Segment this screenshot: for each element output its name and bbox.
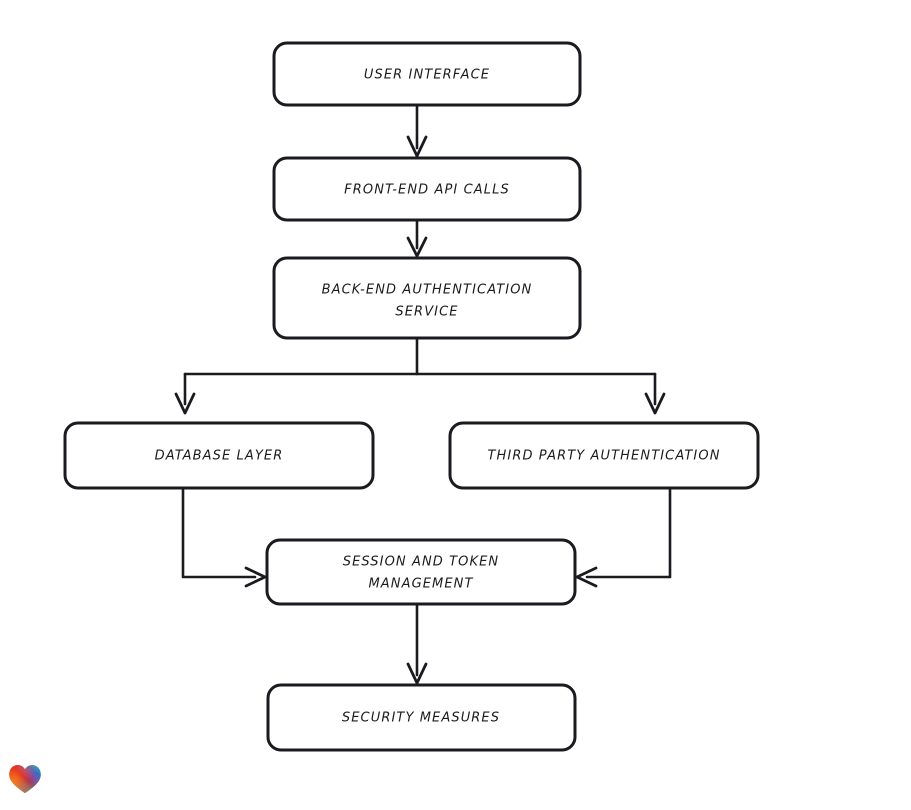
edge-front-end-api-calls-to-back-end-authentication-service (406, 218, 428, 258)
arrowhead-left (575, 566, 598, 588)
edge-back-end-authentication-service-branch (183, 336, 657, 376)
node-user-interface[interactable]: USER INTERFACE (272, 41, 582, 107)
connector-layer (174, 103, 672, 685)
edge-branch-to-database-layer (174, 372, 196, 415)
connector-line (181, 486, 257, 579)
node-label-front-end-api-calls: FRONT-END API CALLS (344, 183, 510, 198)
node-shape[interactable] (265, 538, 577, 606)
arrowhead-down (644, 392, 666, 415)
arrowhead-down (406, 236, 428, 258)
node-third-party-authentication[interactable]: THIRD PARTY AUTHENTICATION (448, 421, 760, 490)
node-back-end-authentication-service[interactable]: BACK-END AUTHENTICATION SERVICE (272, 256, 582, 340)
node-shape[interactable] (272, 156, 582, 222)
node-label-user-interface: USER INTERFACE (364, 68, 490, 83)
node-session-and-token-management[interactable]: SESSION AND TOKEN MANAGEMENT (265, 538, 577, 606)
node-label-session-and-token-management-line-1: SESSION AND TOKEN (343, 555, 500, 570)
node-security-measures[interactable]: SECURITY MEASURES (266, 683, 577, 752)
connector-line (585, 486, 672, 579)
node-label-back-end-authentication-service-line-2: SERVICE (395, 305, 458, 320)
node-label-session-and-token-management-line-2: MANAGEMENT (368, 577, 473, 592)
arrowhead-down (174, 392, 196, 415)
edge-branch-to-third-party-authentication (644, 372, 666, 415)
node-shape[interactable] (266, 683, 577, 752)
node-shape[interactable] (63, 421, 375, 490)
edge-user-interface-to-front-end-api-calls (406, 103, 428, 158)
node-shape[interactable] (448, 421, 760, 490)
node-front-end-api-calls[interactable]: FRONT-END API CALLS (272, 156, 582, 222)
node-label-third-party-authentication: THIRD PARTY AUTHENTICATION (487, 449, 720, 464)
edge-third-party-authentication-to-session-and-token-management (575, 486, 672, 588)
arrowhead-right (244, 566, 267, 588)
node-label-security-measures: SECURITY MEASURES (342, 711, 500, 726)
heart-icon (9, 765, 41, 794)
edge-session-and-token-management-to-security-measures (406, 602, 428, 685)
node-shape[interactable] (272, 41, 582, 107)
heart-shape-overlay (9, 765, 41, 794)
edge-database-layer-to-session-and-token-management (181, 486, 267, 588)
node-label-back-end-authentication-service-line-1: BACK-END AUTHENTICATION (322, 283, 533, 298)
arrowhead-down (406, 135, 428, 158)
node-database-layer[interactable]: DATABASE LAYER (63, 421, 375, 490)
arrowhead-down (406, 662, 428, 685)
node-label-database-layer: DATABASE LAYER (155, 449, 284, 464)
node-layer: USER INTERFACE FRONT-END API CALLS BACK-… (63, 41, 760, 752)
node-shape[interactable] (272, 256, 582, 340)
